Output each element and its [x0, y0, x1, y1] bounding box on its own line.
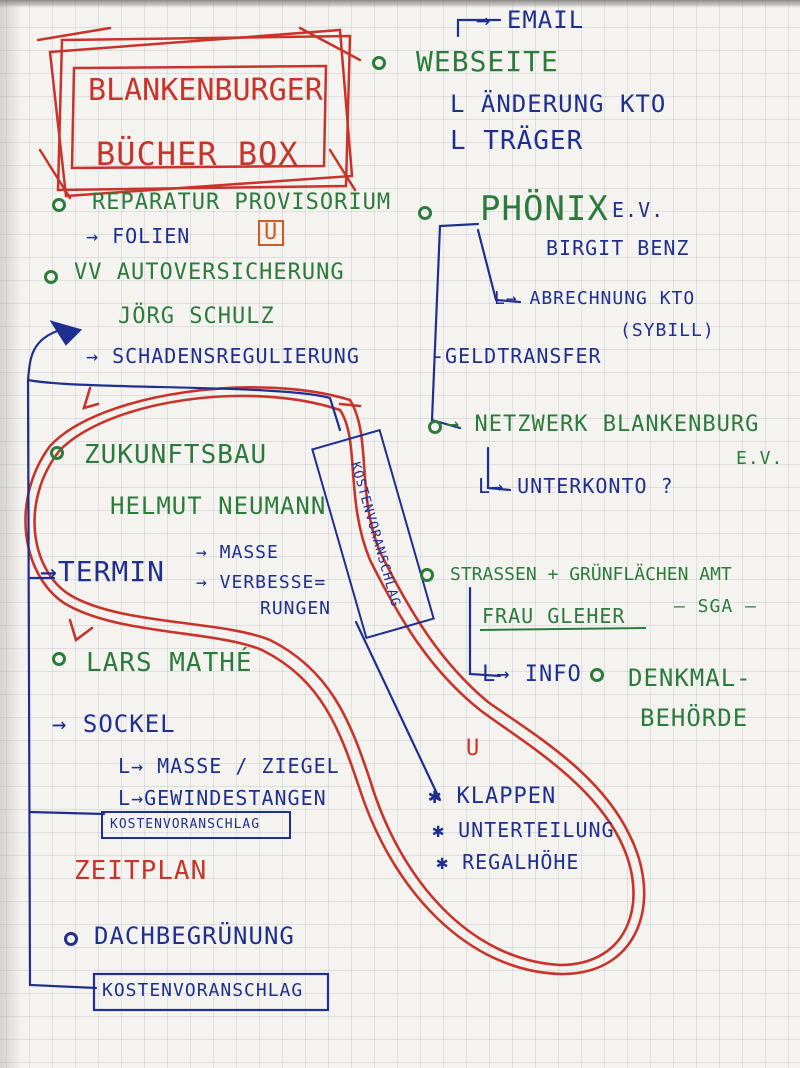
item-klappen: ✱ KLAPPEN	[428, 784, 557, 809]
item-kva-small: KOSTENVORANSCHLAG	[110, 817, 261, 832]
item-unterteilung: ✱ UNTERTEILUNG	[432, 818, 615, 842]
bullet-reparatur	[52, 198, 66, 212]
item-denkmal-2: BEHÖRDE	[640, 704, 749, 732]
item-verbesse-2: RUNGEN	[260, 598, 332, 619]
item-info: L→ INFO	[482, 662, 582, 687]
kva-bottom-box	[92, 972, 330, 1012]
item-abrechnung: L→ ABRECHNUNG KTO	[494, 288, 696, 309]
mark-red-u: U	[466, 736, 481, 761]
item-zeitplan: ZEITPLAN	[74, 856, 208, 886]
item-traeger: L TRÄGER	[450, 126, 584, 156]
item-masse-ziegel: L→ MASSE / ZIEGEL	[118, 754, 340, 778]
item-zukunftsbau: ZUKUNFTSBAU	[84, 440, 268, 470]
item-folien: → FOLIEN	[86, 224, 191, 248]
item-schadens: → SCHADENSREGULIERUNG	[86, 344, 360, 368]
paper-top-edge	[0, 0, 800, 8]
bullet-webseite	[372, 56, 386, 70]
kva-small-box	[101, 811, 291, 839]
item-joerg: JÖRG SCHULZ	[118, 304, 275, 329]
frau-underline	[479, 627, 647, 631]
item-birgit: BIRGIT BENZ	[546, 236, 690, 260]
item-webseite: WEBSEITE	[416, 45, 559, 78]
item-netzwerk-ev: E.V.	[736, 448, 784, 469]
blue-connectors	[26, 18, 522, 990]
item-verbesse-1: → VERBESSE=	[196, 572, 327, 593]
item-sybill: (SYBILL)	[620, 320, 715, 341]
title-box-frame	[36, 26, 362, 200]
item-sga: – SGA –	[674, 596, 757, 617]
item-phoenix-ev: E.V.	[612, 198, 665, 222]
kva-vertical-box	[311, 428, 435, 640]
item-reparatur: REPARATUR PROVISORIUM	[92, 190, 392, 215]
bullet-lars	[52, 652, 66, 666]
item-regalhoehe: ✱ REGALHÖHE	[436, 850, 580, 874]
bullet-denkmal	[590, 668, 604, 682]
item-dachbegruenung: DACHBEGRÜNUNG	[94, 922, 295, 950]
title-line-1: BLANKENBURGER	[88, 73, 323, 108]
item-kva-bottom: KOSTENVORANSCHLAG	[102, 980, 304, 1001]
item-phoenix: PHÖNIX	[480, 189, 609, 229]
item-termin: →TERMIN	[40, 555, 166, 588]
item-strassen: STRASSEN + GRÜNFLÄCHEN AMT	[450, 564, 732, 585]
item-email: → EMAIL	[476, 6, 585, 34]
item-helmut: HELMUT NEUMANN	[110, 492, 327, 520]
bullet-phoenix	[418, 206, 432, 220]
title-line-2: BÜCHER BOX	[96, 135, 299, 173]
mark-u: U	[258, 220, 285, 246]
bullet-zukunftsbau	[50, 446, 64, 460]
item-unterkonto: L→ UNTERKONTO ?	[478, 474, 674, 498]
item-masse: → MASSE	[196, 542, 279, 563]
bullet-vv	[44, 270, 58, 284]
item-aenderung: L ÄNDERUNG KTO	[450, 90, 667, 118]
item-lars: LARS MATHÉ	[86, 648, 253, 678]
bullet-dach	[64, 932, 78, 946]
item-vv: VV AUTOVERSICHERUNG	[74, 260, 345, 285]
bullet-netzwerk	[428, 420, 442, 434]
item-sockel: → SOCKEL	[52, 710, 176, 738]
bullet-strassen	[420, 568, 434, 582]
item-geldtransfer: -GELDTRANSFER	[432, 344, 602, 368]
item-denkmal-1: DENKMAL-	[628, 664, 752, 692]
paper-left-edge	[0, 0, 22, 1068]
item-netzwerk: → NETZWERK BLANKENBURG	[446, 412, 760, 437]
item-gewinde: L→GEWINDESTANGEN	[118, 786, 327, 810]
item-frau: FRAU GLEHER	[482, 604, 626, 628]
